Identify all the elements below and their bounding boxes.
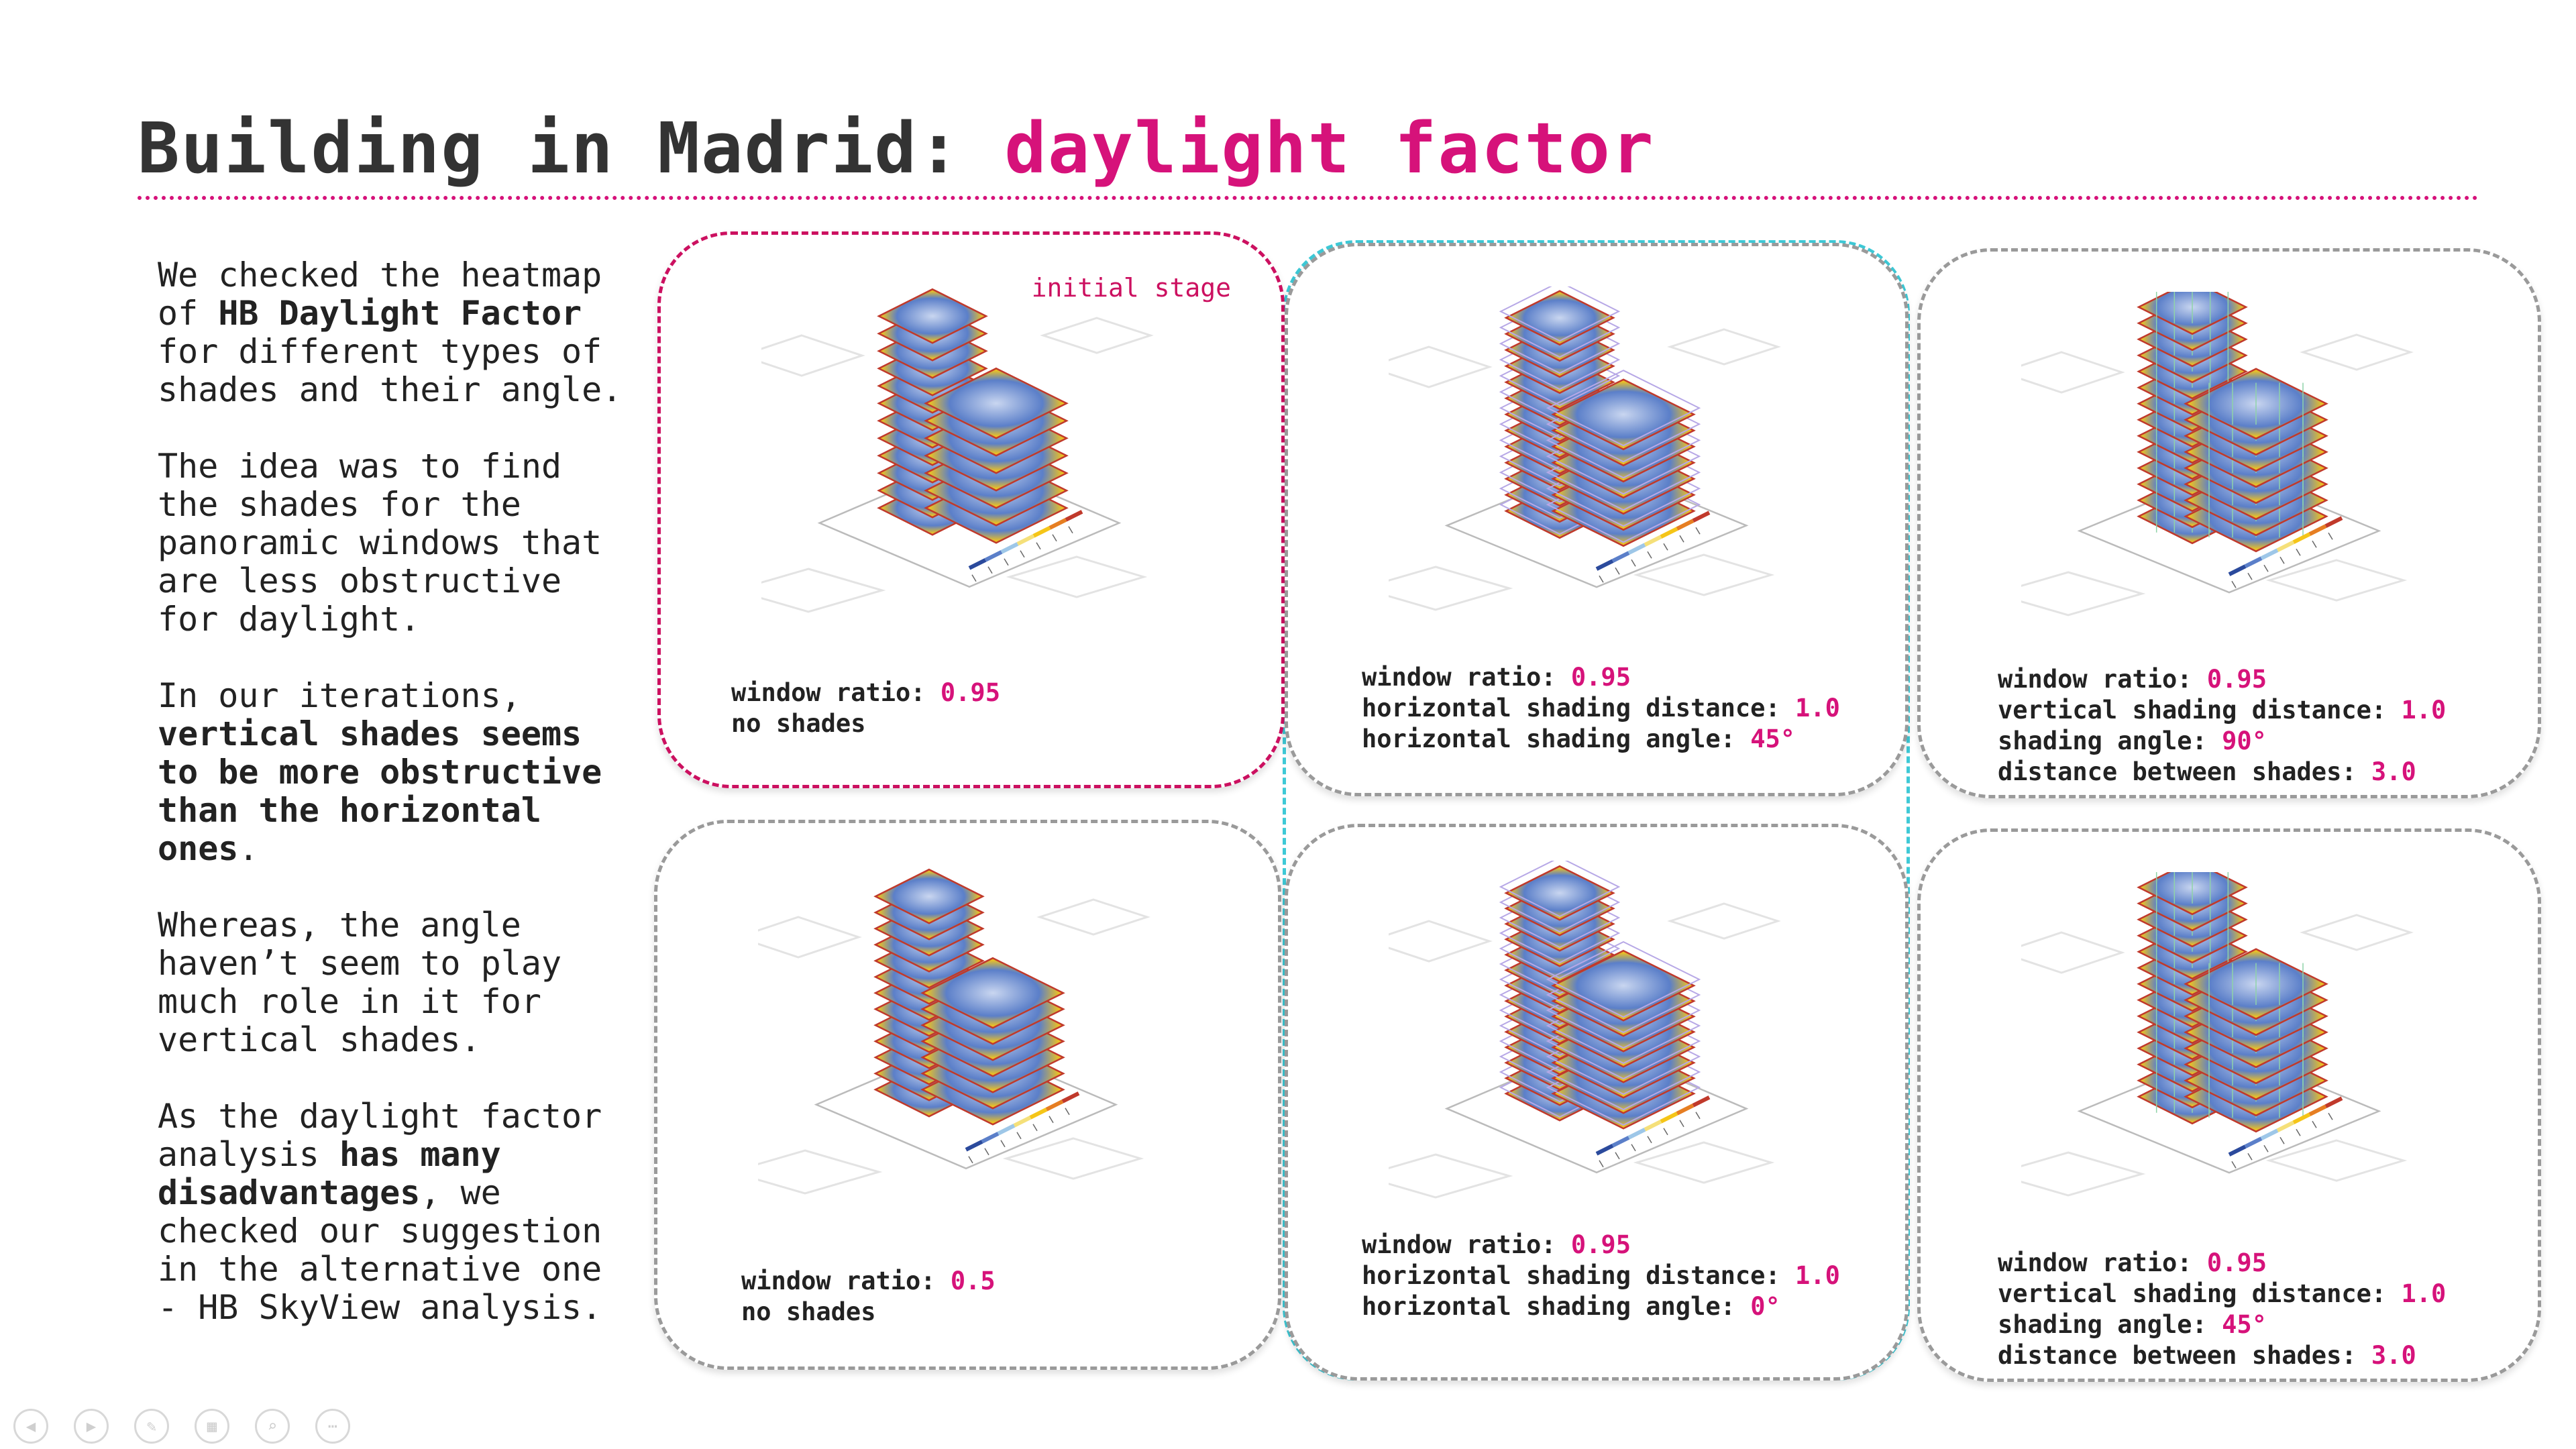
card-window-ratio-05: window ratio: 0.5 no shades: [654, 820, 1281, 1370]
description-text: We checked the heatmap of HB Daylight Fa…: [158, 256, 627, 1365]
card-info: window ratio: 0.95 horizontal shading di…: [1362, 1230, 1840, 1321]
card-vertical-45: window ratio: 0.95 vertical shading dist…: [1917, 828, 2541, 1382]
title-divider: [138, 196, 2479, 200]
daylight-heatmap-6: [2021, 872, 2414, 1197]
card-info: window ratio: 0.95 no shades: [731, 678, 1000, 738]
more-icon[interactable]: ⋯: [315, 1409, 350, 1444]
title-main: Building in Madrid:: [138, 107, 1005, 189]
daylight-heatmap-5: [2021, 292, 2414, 616]
daylight-heatmap-4: [1389, 861, 1781, 1199]
slide-title: Building in Madrid: daylight factor: [138, 107, 1654, 189]
card-info: window ratio: 0.95 vertical shading dist…: [1998, 665, 2447, 786]
slideshow-controls: ◀ ▶ ✎ ▦ ⌕ ⋯: [13, 1409, 350, 1444]
slides-icon[interactable]: ▦: [195, 1409, 229, 1444]
paragraph-2: The idea was to find the shades for the …: [158, 447, 602, 639]
title-accent: daylight factor: [1004, 107, 1655, 189]
card-info: window ratio: 0.95 horizontal shading di…: [1362, 663, 1840, 753]
card-horizontal-0: window ratio: 0.95 horizontal shading di…: [1285, 824, 1909, 1381]
next-icon[interactable]: ▶: [74, 1409, 109, 1444]
daylight-heatmap-2: [758, 868, 1150, 1195]
daylight-heatmap-1: [761, 288, 1154, 613]
card-initial-stage: initial stage window ratio: 0.95 no shad…: [657, 231, 1285, 788]
card-info: window ratio: 0.95 vertical shading dist…: [1998, 1248, 2447, 1370]
paragraph-4: Whereas, the angle haven’t seem to play …: [158, 906, 562, 1059]
zoom-icon[interactable]: ⌕: [255, 1409, 290, 1444]
stage-label: initial stage: [1031, 273, 1231, 303]
card-vertical-90: window ratio: 0.95 vertical shading dist…: [1917, 248, 2541, 798]
card-info: window ratio: 0.5 no shades: [741, 1267, 996, 1326]
paragraph-1: We checked the heatmap of HB Daylight Fa…: [158, 256, 623, 409]
paragraph-5: As the daylight factor analysis has many…: [158, 1097, 602, 1327]
daylight-heatmap-3: [1389, 286, 1781, 611]
prev-icon[interactable]: ◀: [13, 1409, 48, 1444]
paragraph-3: In our iterations, vertical shades seems…: [158, 676, 602, 868]
card-horizontal-45: window ratio: 0.95 horizontal shading di…: [1285, 243, 1909, 796]
pen-icon[interactable]: ✎: [134, 1409, 169, 1444]
